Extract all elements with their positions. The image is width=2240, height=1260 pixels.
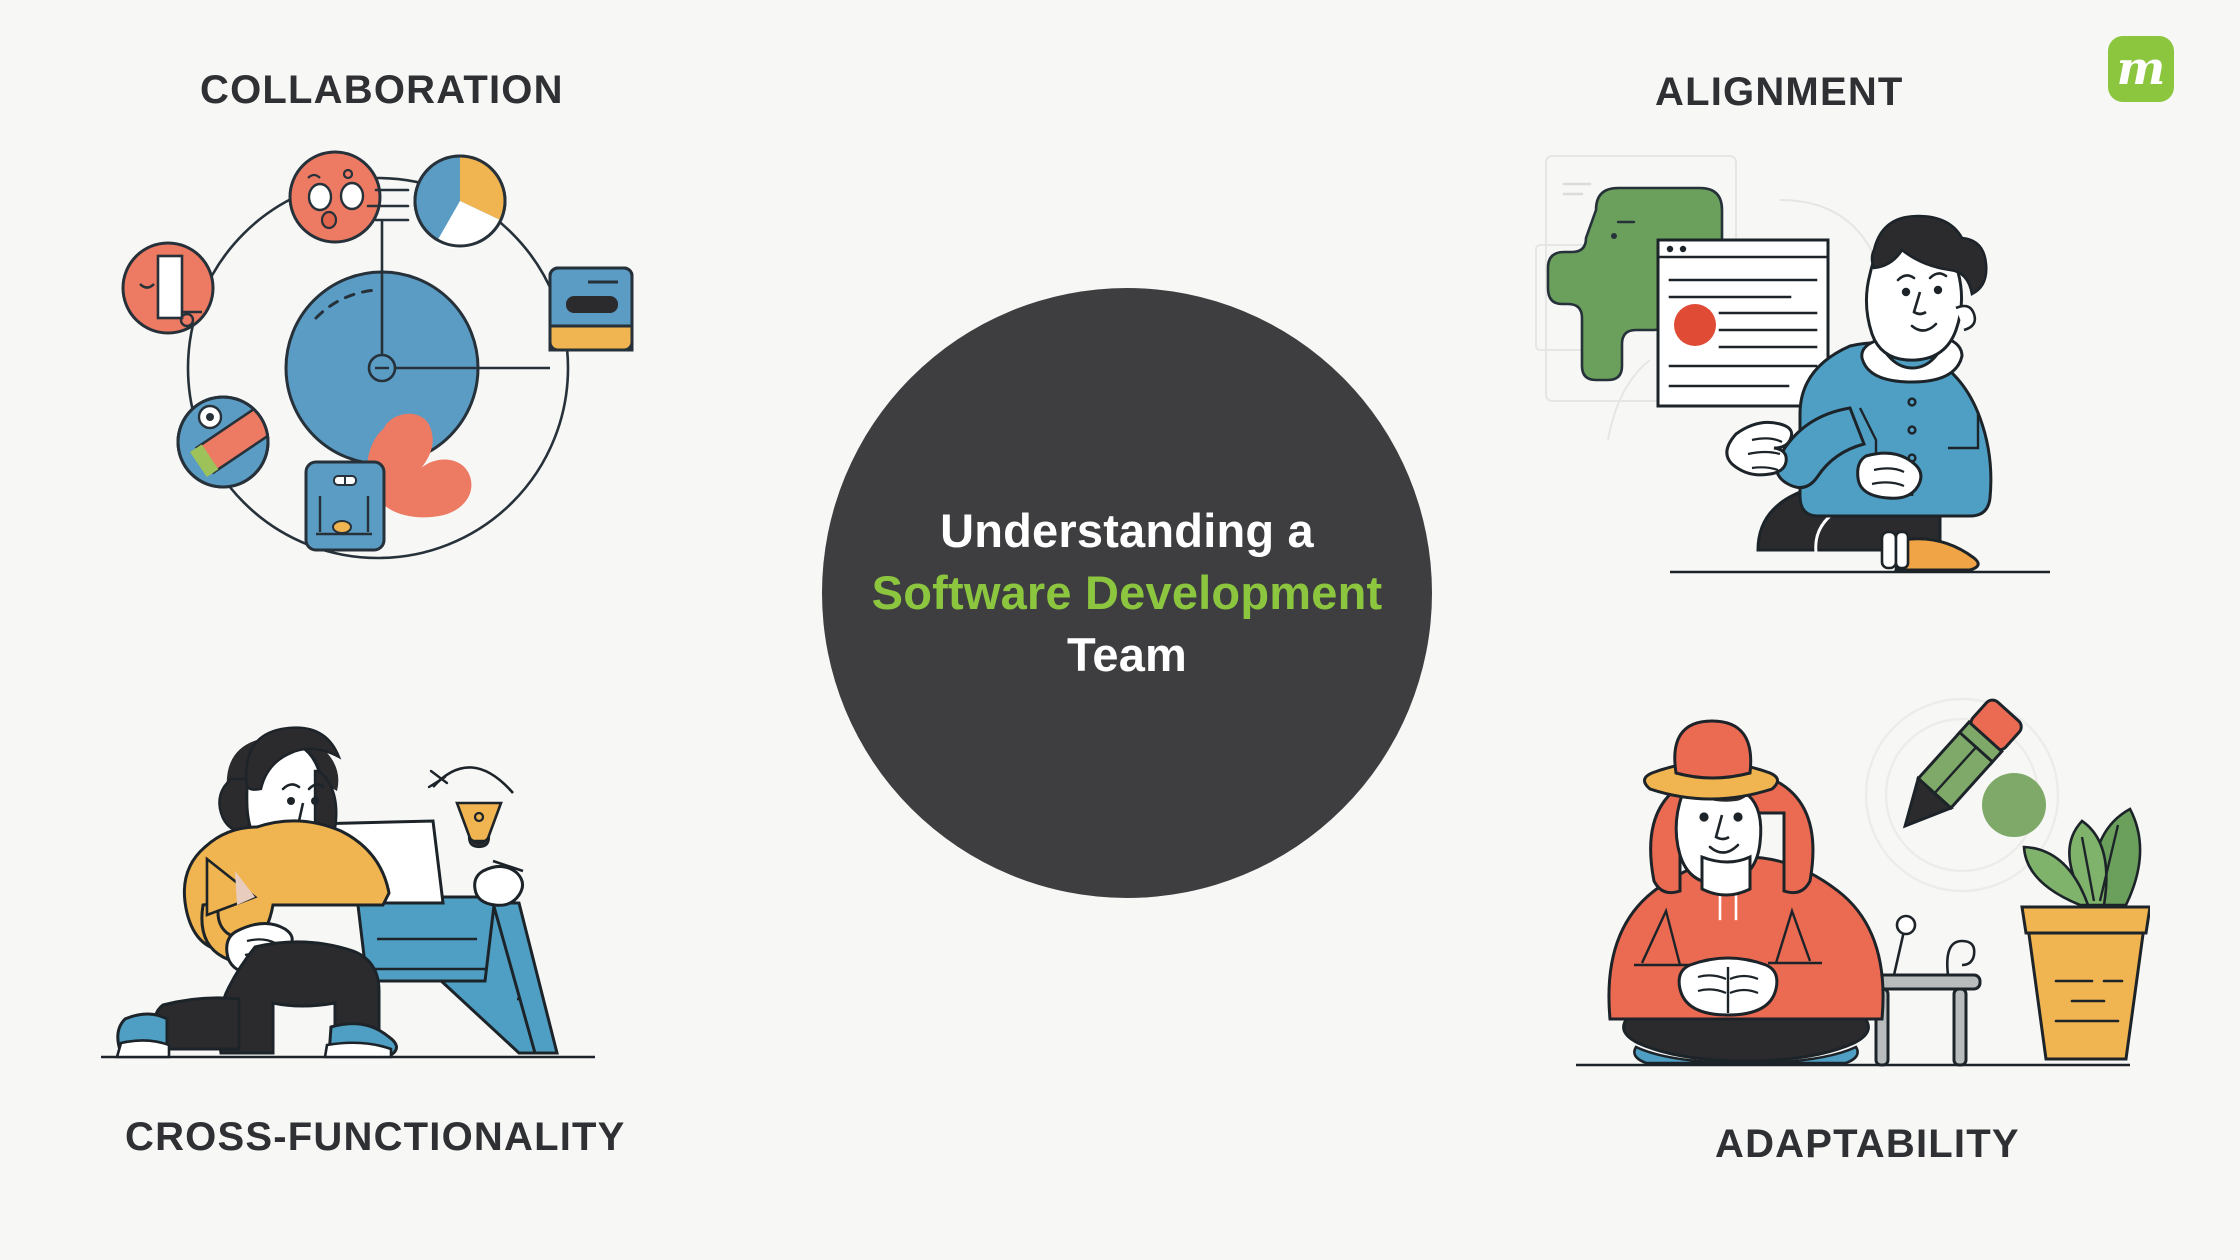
illustration-alignment bbox=[1530, 140, 2070, 600]
cross-functionality-laptop-icon bbox=[101, 726, 595, 1059]
adaptability-person-plant-icon bbox=[1576, 697, 2152, 1067]
hero-title-line-1: Understanding a bbox=[940, 503, 1314, 557]
brand-logo-letter: m bbox=[2116, 40, 2166, 95]
alignment-person-document-icon bbox=[1535, 155, 2050, 574]
illustration-cross-functionality bbox=[95, 675, 615, 1085]
illustration-collaboration bbox=[120, 140, 640, 600]
quadrant-label-alignment: ALIGNMENT bbox=[1655, 70, 1904, 114]
quadrant-label-collaboration: COLLABORATION bbox=[200, 68, 564, 112]
collaboration-network-icon bbox=[121, 150, 634, 560]
brand-logo-icon[interactable]: m bbox=[2108, 36, 2174, 102]
hero-title-circle: Understanding a Software Development Tea… bbox=[822, 288, 1432, 898]
hero-title-line-2: Software Development bbox=[871, 565, 1383, 619]
quadrant-label-cross-functionality: CROSS-FUNCTIONALITY bbox=[125, 1115, 626, 1159]
illustration-adaptability bbox=[1570, 675, 2152, 1085]
hero-title-line-3: Team bbox=[1066, 628, 1188, 682]
quadrant-label-adaptability: ADAPTABILITY bbox=[1715, 1122, 2020, 1166]
